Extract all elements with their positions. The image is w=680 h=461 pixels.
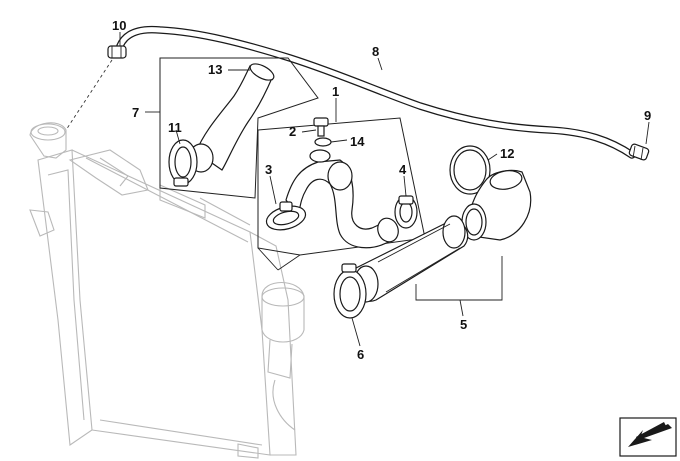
callout-4: 4 bbox=[399, 162, 407, 177]
clamp-3 bbox=[265, 201, 307, 231]
callout-12: 12 bbox=[500, 146, 514, 161]
thermostat-housing bbox=[461, 169, 532, 241]
callout-9: 9 bbox=[644, 108, 651, 123]
callout-14: 14 bbox=[350, 134, 365, 149]
callout-2: 2 bbox=[289, 124, 296, 139]
callout-3: 3 bbox=[265, 162, 272, 177]
callout-8: 8 bbox=[372, 44, 379, 59]
pipe-5 bbox=[353, 215, 469, 303]
screw-2 bbox=[313, 117, 329, 137]
arrow-down-left-icon[interactable] bbox=[619, 417, 677, 457]
group-box-7 bbox=[159, 57, 319, 199]
o-ring-14 bbox=[314, 137, 332, 147]
bleed-hose bbox=[107, 25, 650, 161]
clamp-4 bbox=[394, 195, 418, 229]
callout-11: 11 bbox=[168, 120, 182, 135]
radiator-ghost bbox=[29, 122, 305, 459]
callout-1: 1 bbox=[332, 84, 339, 99]
clamp-11 bbox=[168, 139, 198, 187]
clamp-6 bbox=[333, 263, 367, 319]
o-ring-12 bbox=[449, 145, 491, 195]
elbow-hose bbox=[285, 149, 399, 249]
callout-7: 7 bbox=[132, 105, 139, 120]
callout-6: 6 bbox=[357, 347, 364, 362]
callout-13: 13 bbox=[208, 62, 222, 77]
callout-10: 10 bbox=[112, 18, 126, 33]
dashed-guide bbox=[65, 59, 113, 131]
callout-5: 5 bbox=[460, 317, 467, 332]
